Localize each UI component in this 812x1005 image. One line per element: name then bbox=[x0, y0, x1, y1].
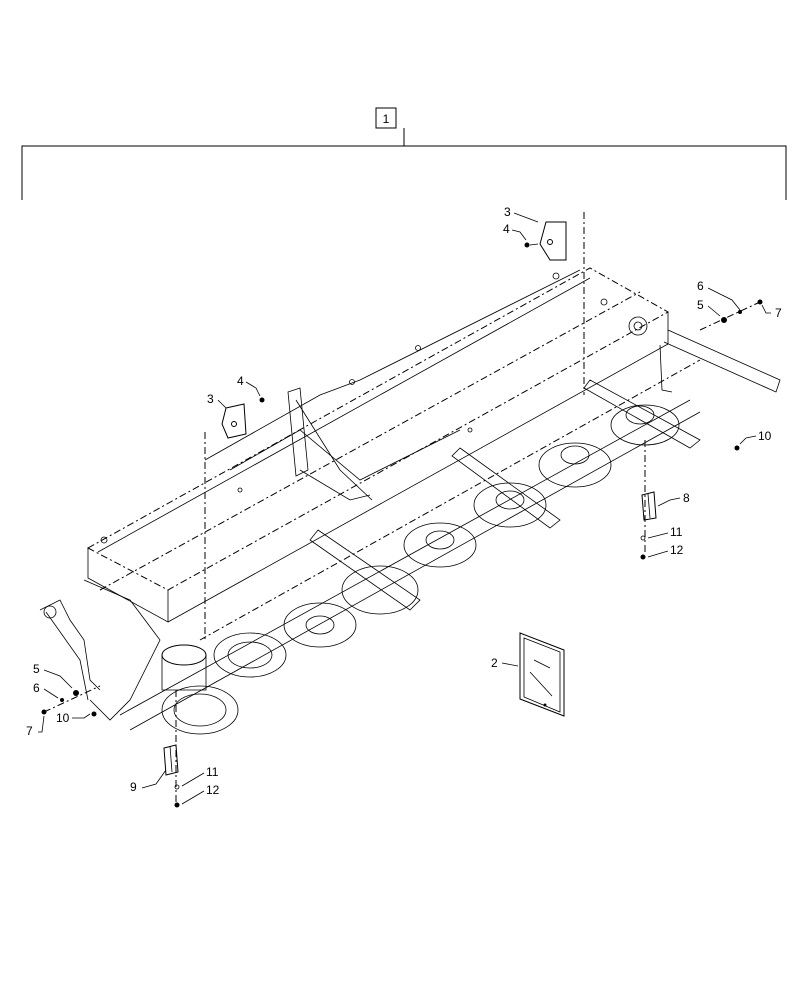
callout-5-right: 5 bbox=[697, 298, 704, 312]
callout-3-mid: 3 bbox=[207, 392, 214, 406]
assembly-label-box bbox=[375, 107, 397, 129]
assembly-label: 1 bbox=[383, 112, 390, 126]
callout-4-top: 4 bbox=[503, 222, 510, 236]
callout-11-right: 11 bbox=[670, 525, 683, 539]
callout-12-right: 12 bbox=[670, 543, 684, 557]
cutter-discs bbox=[161, 404, 680, 735]
part-10-left-pin bbox=[91, 711, 97, 717]
part-left-hardware bbox=[41, 685, 101, 715]
part-11-12-right bbox=[640, 535, 646, 560]
callout-6-right: 6 bbox=[697, 279, 704, 293]
part-right-hardware bbox=[699, 299, 763, 331]
assembly-bracket: 1 bbox=[21, 107, 787, 200]
callout-11-left: 11 bbox=[206, 765, 219, 779]
callout-8: 8 bbox=[683, 491, 690, 505]
callout-10-left: 10 bbox=[56, 711, 70, 725]
callout-4-mid: 4 bbox=[237, 374, 244, 388]
callout-2: 2 bbox=[491, 656, 498, 670]
part-11-12-left bbox=[174, 784, 180, 808]
callout-9: 9 bbox=[130, 780, 137, 794]
part-9-skid-shoe bbox=[163, 690, 179, 808]
callout-6-left: 6 bbox=[33, 681, 40, 695]
part-3-mid-bracket bbox=[204, 403, 247, 640]
part-3-top-bracket bbox=[539, 212, 585, 395]
callout-7-left: 7 bbox=[26, 724, 33, 738]
callout-5-left: 5 bbox=[33, 662, 40, 676]
part-8-skid-shoe bbox=[641, 440, 657, 555]
part-2-manual-plate bbox=[519, 632, 565, 717]
part-4-mid-bolt bbox=[259, 397, 265, 403]
part-4-top-bolt bbox=[524, 242, 539, 248]
callout-12-left: 12 bbox=[206, 783, 220, 797]
part-10-right-pin bbox=[734, 445, 740, 451]
callout-10-right: 10 bbox=[758, 429, 772, 443]
callout-3-top: 3 bbox=[504, 205, 511, 219]
mower-frame bbox=[39, 267, 781, 731]
callout-7-right: 7 bbox=[775, 306, 782, 320]
